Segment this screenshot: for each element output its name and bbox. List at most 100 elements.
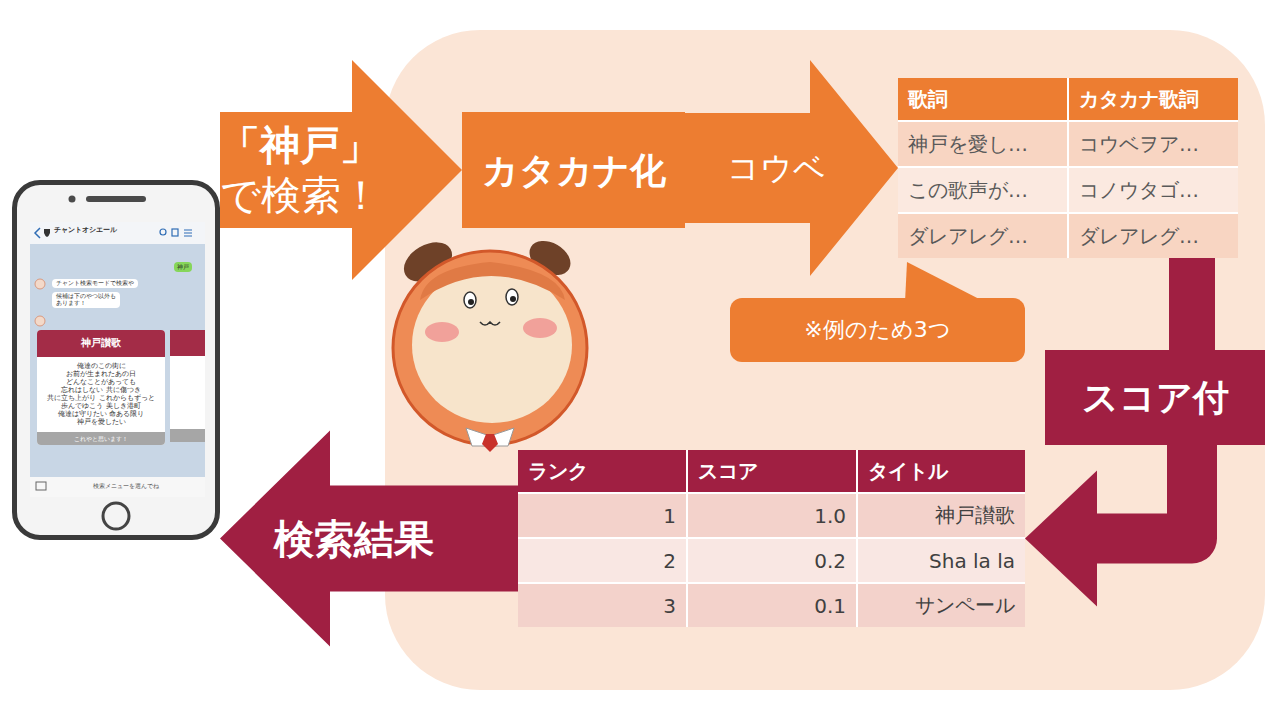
table-header-cell: スコア bbox=[688, 450, 856, 492]
table-cell: 1 bbox=[518, 494, 686, 537]
cell-text: 神戸を愛し… bbox=[908, 131, 1028, 158]
cell-text: ダレアレグ… bbox=[908, 223, 1028, 250]
mascot-eye bbox=[506, 289, 518, 305]
box-label: スコア付 bbox=[1082, 375, 1229, 420]
phone-art bbox=[14, 182, 218, 538]
mascot-tie bbox=[482, 434, 498, 452]
bent-shaft bbox=[1095, 445, 1192, 539]
cell-text: ダレアレグ… bbox=[1079, 223, 1199, 250]
column-header: カタカナ歌詞 bbox=[1079, 86, 1199, 113]
table-header-cell: タイトル bbox=[858, 450, 1025, 492]
card-title: 神戸讃歌 bbox=[37, 330, 165, 357]
table-cell: Sha la la bbox=[858, 539, 1025, 582]
bot-message: 候補は下のやつ以外も あります！ bbox=[52, 292, 120, 308]
note-icon bbox=[172, 229, 178, 236]
bot-message: チャント検索モードで検索や bbox=[52, 279, 138, 288]
block-arrow-shape bbox=[685, 60, 898, 276]
menu-icon bbox=[184, 230, 192, 236]
keyboard-icon bbox=[36, 482, 46, 490]
bot-avatar bbox=[35, 279, 45, 289]
second-card-button bbox=[170, 429, 205, 442]
mascot-mouth bbox=[480, 322, 500, 325]
table-cell: コノウタゴ… bbox=[1069, 168, 1238, 212]
second-card-header bbox=[170, 330, 205, 356]
mascot-head bbox=[393, 251, 587, 445]
shield-icon bbox=[44, 229, 50, 237]
result-card: 神戸讃歌俺達のこの街に お前が生まれたあの日 どんなことがあっても 忘れはしない… bbox=[37, 330, 165, 445]
card-button: これやと思います！ bbox=[37, 432, 165, 446]
mascot-pupil bbox=[468, 299, 474, 305]
box-label: ※例のため3つ bbox=[804, 316, 950, 344]
cell-text: この歌声が… bbox=[908, 177, 1028, 204]
table-cell: 3 bbox=[518, 584, 686, 627]
mascot-eye bbox=[464, 292, 476, 308]
column-header: 歌詞 bbox=[908, 86, 948, 113]
cell-text: コウベヲア… bbox=[1079, 131, 1199, 158]
phone-camera bbox=[69, 196, 76, 203]
flow-band bbox=[1192, 258, 1193, 350]
table-cell: 神戸を愛し… bbox=[898, 122, 1067, 166]
column-header: スコア bbox=[698, 458, 758, 485]
menu-hint: 検索メニューを選んでね bbox=[48, 482, 203, 490]
column-header: ランク bbox=[528, 458, 588, 485]
cell-text: 0.1 bbox=[814, 594, 846, 618]
table-header-cell: ランク bbox=[518, 450, 686, 492]
table-cell: 0.1 bbox=[688, 584, 856, 627]
lyrics-text: 俺達のこの街に お前が生まれたあの日 どんなことがあっても 忘れはしない 共に傷… bbox=[37, 357, 165, 432]
mascot-cheek bbox=[523, 318, 557, 338]
search-icon bbox=[160, 229, 166, 235]
table-cell: ダレアレグ… bbox=[898, 214, 1067, 258]
result-arrow bbox=[220, 431, 518, 647]
cell-text: コノウタゴ… bbox=[1079, 177, 1199, 204]
cell-text: 3 bbox=[663, 594, 676, 618]
cell-text: 1 bbox=[663, 504, 676, 528]
app-header-bar bbox=[30, 222, 205, 244]
cell-text: Sha la la bbox=[929, 549, 1015, 573]
process-box: カタカナ化 bbox=[462, 112, 685, 228]
box-label: カタカナ化 bbox=[482, 148, 666, 193]
table-cell: ダレアレグ… bbox=[1069, 214, 1238, 258]
lyrics-table: 歌詞 カタカナ歌詞神戸を愛し… コウベヲア… この歌声が… コノウタゴ… ダレアレグ… ダレ… bbox=[898, 78, 1238, 258]
phone-speaker bbox=[86, 196, 146, 202]
table-cell: コウベヲア… bbox=[1069, 122, 1238, 166]
phone-screen-node: チャントオシエール神戸チャント検索モードで検索や候補は下のやつ以外も あります！… bbox=[12, 180, 220, 540]
user-message: 神戸 bbox=[174, 262, 192, 272]
cell-text: サンペール bbox=[915, 592, 1015, 619]
home-button bbox=[103, 503, 129, 529]
table-cell: サンペール bbox=[858, 584, 1025, 627]
band-shaft bbox=[1169, 258, 1215, 350]
arrow-label: 検索結果 bbox=[274, 514, 434, 564]
cell-text: 2 bbox=[663, 549, 676, 573]
mascot-forehead bbox=[420, 262, 565, 300]
cell-text: 神戸讃歌 bbox=[935, 502, 1015, 529]
arrow-head bbox=[1025, 471, 1097, 607]
bent-arrow bbox=[1025, 445, 1192, 607]
table-cell: 1.0 bbox=[688, 494, 856, 537]
katakana-arrow bbox=[685, 60, 898, 276]
cell-text: 1.0 bbox=[814, 504, 846, 528]
bot-avatar bbox=[35, 316, 45, 326]
phone-body bbox=[14, 182, 218, 538]
app-menu-bar bbox=[30, 477, 205, 497]
table-cell: この歌声が… bbox=[898, 168, 1067, 212]
table-header-cell: 歌詞 bbox=[898, 78, 1067, 120]
mascot-pupil bbox=[510, 296, 516, 302]
arrow-label: コウベ bbox=[727, 148, 826, 188]
table-cell: 2 bbox=[518, 539, 686, 582]
back-icon bbox=[35, 228, 40, 238]
column-header: タイトル bbox=[868, 458, 948, 485]
block-arrow-shape bbox=[220, 431, 518, 647]
cell-text: 0.2 bbox=[814, 549, 846, 573]
table-header-cell: カタカナ歌詞 bbox=[1069, 78, 1238, 120]
app-title: チャントオシエール bbox=[54, 226, 117, 234]
mascot-cheek bbox=[425, 322, 459, 342]
second-card bbox=[170, 330, 205, 442]
process-box: スコア付 bbox=[1045, 350, 1265, 445]
phone-screen bbox=[30, 222, 205, 497]
block-arrow-shape bbox=[220, 60, 462, 280]
mascot-face bbox=[412, 267, 572, 423]
result-table: ランク スコア タイトル 1 1.0 神戸讃歌 2 0.2 Sha la la 3 0.1 サンペール bbox=[518, 450, 1025, 627]
